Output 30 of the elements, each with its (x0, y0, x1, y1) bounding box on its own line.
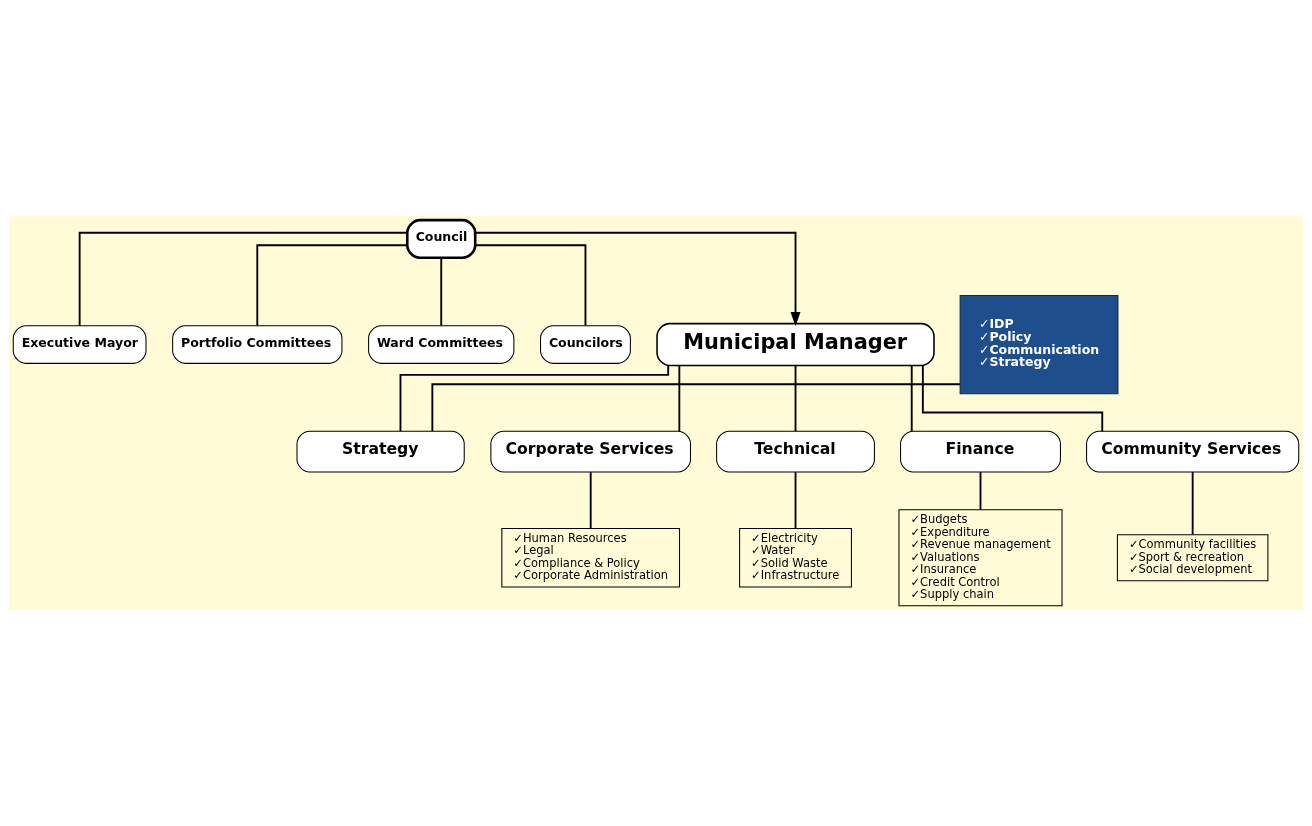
node-box: Strategy (296, 430, 465, 473)
connector (794, 364, 797, 433)
node-box: ✓IDP ✓Policy ✓Communication ✓Strategy (959, 294, 1119, 395)
node-box: Community Services (1086, 430, 1300, 473)
node-box: Executive Mayor (12, 325, 147, 364)
node-box: ✓Community facilities ✓Sport & recreation ✓Social development (1116, 534, 1269, 582)
node-box: ✓Electricity ✓Water ✓Solid Waste ✓Infrastructure (739, 527, 852, 588)
connector (1191, 471, 1194, 536)
connector (78, 231, 409, 327)
connector (399, 364, 670, 432)
node-box: Council (405, 218, 477, 260)
arrow (474, 231, 801, 327)
node-box: ✓Human Resources ✓Legal ✓Compliance & Policy ✓Corporate Administration (501, 527, 681, 588)
connector (910, 364, 913, 433)
node-box: Portfolio Committees (172, 325, 343, 364)
node-box: Ward Committees (368, 325, 515, 364)
node-box: Municipal Manager (656, 322, 935, 367)
connector (979, 471, 982, 511)
node-box: Corporate Services (490, 430, 691, 473)
node-box: ✓Budgets ✓Expenditure ✓Revenue management ✓Valuations ✓Insurance ✓Credit Control ✓Supply chain (898, 509, 1063, 607)
connector (474, 244, 587, 327)
node-box: Councilors (540, 325, 631, 364)
connector (678, 364, 681, 433)
connector (431, 383, 961, 432)
connector (589, 471, 592, 530)
connector (440, 256, 443, 327)
node-box: Finance (900, 430, 1061, 473)
connector (794, 471, 797, 530)
connector (256, 244, 408, 327)
node-box: Technical (716, 430, 875, 473)
